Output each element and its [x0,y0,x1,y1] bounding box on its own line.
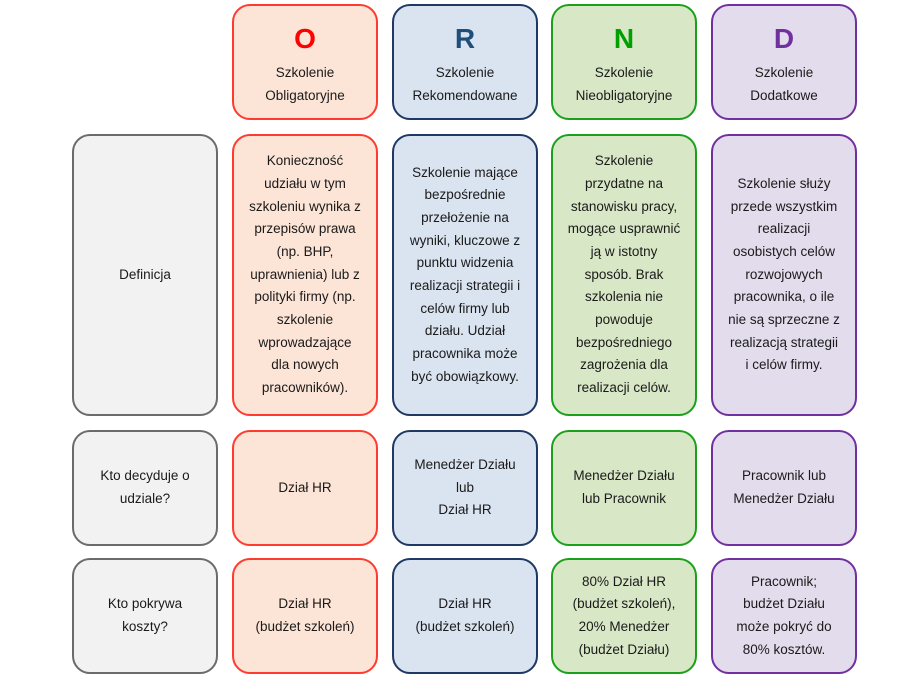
cell-text: Dział HR [278,479,332,495]
cell-definicja-r: Szkolenie mające bezpośrednie przełożeni… [392,134,538,416]
header-title-d: Szkolenie Dodatkowe [750,64,818,103]
cell-text: Szkolenie mające bezpośrednie przełożeni… [409,164,521,384]
header-title-o: Szkolenie Obligatoryjne [265,64,345,103]
header-letter-o: O [294,22,316,54]
cell-text: Szkolenie służy przede wszystkim realiza… [728,175,840,373]
header-rekomendowane: R Szkolenie Rekomendowane [392,4,538,120]
cell-text: Szkolenie przydatne na stanowisku pracy,… [567,153,681,396]
cell-text: Pracownik lub Menedżer Działu [733,468,835,506]
cell-definicja-n: Szkolenie przydatne na stanowisku pracy,… [551,134,697,416]
cell-text: Menedżer Działu lub Dział HR [414,456,516,518]
cell-text: Konieczność udziału w tym szkoleniu wyni… [249,153,361,396]
header-letter-n: N [613,22,635,54]
row-label-definicja: Definicja [72,134,218,416]
header-title-n: Szkolenie Nieobligatoryjne [575,64,673,103]
cell-text: Menedżer Działu lub Pracownik [573,468,675,506]
cell-definicja-d: Szkolenie służy przede wszystkim realiza… [711,134,857,416]
cell-text: Dział HR (budżet szkoleń) [255,596,355,634]
cell-koszty-d: Pracownik; budżet Działu może pokryć do … [711,558,857,674]
cell-koszty-n: 80% Dział HR (budżet szkoleń), 20% Mened… [551,558,697,674]
cell-text: Pracownik; budżet Działu może pokryć do … [736,573,832,657]
cell-koszty-o: Dział HR (budżet szkoleń) [232,558,378,674]
cell-koszty-r: Dział HR (budżet szkoleń) [392,558,538,674]
header-dodatkowe: D Szkolenie Dodatkowe [711,4,857,120]
row-label-kto-decyduje: Kto decyduje o udziale? [72,430,218,546]
row-label-text: Definicja [119,266,171,282]
cell-text: Dział HR (budżet szkoleń) [415,596,515,634]
cell-definicja-o: Konieczność udziału w tym szkoleniu wyni… [232,134,378,416]
row-label-kto-pokrywa: Kto pokrywa koszty? [72,558,218,674]
header-letter-r: R [454,22,476,54]
header-obligatoryjne: O Szkolenie Obligatoryjne [232,4,378,120]
row-label-text: Kto pokrywa koszty? [107,596,183,634]
header-nieobligatoryjne: N Szkolenie Nieobligatoryjne [551,4,697,120]
cell-decyduje-d: Pracownik lub Menedżer Działu [711,430,857,546]
cell-decyduje-r: Menedżer Działu lub Dział HR [392,430,538,546]
header-letter-d: D [773,22,795,54]
cell-text: 80% Dział HR (budżet szkoleń), 20% Mened… [572,573,676,657]
cell-decyduje-o: Dział HR [232,430,378,546]
header-title-r: Szkolenie Rekomendowane [412,64,518,103]
row-label-text: Kto decyduje o udziale? [100,468,190,506]
cell-decyduje-n: Menedżer Działu lub Pracownik [551,430,697,546]
